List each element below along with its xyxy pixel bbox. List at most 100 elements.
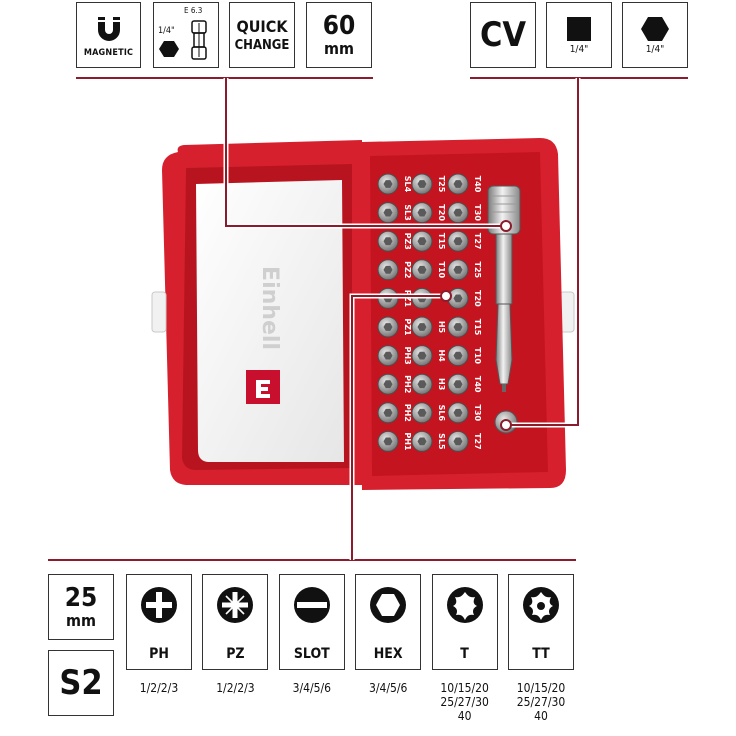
quick-change-line2: CHANGE <box>234 37 290 53</box>
bit-holder-icon <box>191 20 207 60</box>
bit-marking-label: T15 <box>437 233 446 250</box>
bit-tip <box>417 237 427 246</box>
bit-type-label: T <box>460 646 469 662</box>
bit-holder-fraction: 1/4" <box>158 26 175 36</box>
square-icon <box>567 16 591 41</box>
bottom-bar <box>48 559 576 561</box>
hex-icon <box>370 587 407 623</box>
bit-type-label: TT <box>532 646 550 662</box>
bit-size-line: 1/2/2/3 <box>139 681 179 695</box>
bit-marking-label: T40 <box>473 176 482 193</box>
bit-marking-label: T10 <box>437 262 446 279</box>
bit-marking-label: PH2 <box>403 375 412 393</box>
bit-marking-label: T25 <box>473 262 482 279</box>
bit-marking-label: T27 <box>473 433 482 450</box>
bit-length-box: 25 mm <box>48 574 114 640</box>
bit-marking-label: PH2 <box>403 404 412 422</box>
bit-marking-label: PZ3 <box>403 233 412 250</box>
bit-marking-label: SL5 <box>437 433 446 450</box>
quick-change-box: QUICK CHANGE <box>229 2 295 68</box>
material-box: CV <box>470 2 536 68</box>
steel-grade-box: S2 <box>48 650 114 716</box>
magnetic-box: MAGNETIC <box>76 2 141 68</box>
bit-tip <box>453 380 463 389</box>
bit-size-line: 40 <box>457 708 472 723</box>
bit-type-pz-box: PZ <box>202 574 269 670</box>
case-window <box>196 180 344 462</box>
bit-tip <box>383 265 393 274</box>
bit-size-line: 25/27/30 <box>440 694 489 709</box>
bit-holder-metric: E 6.3 <box>184 6 203 15</box>
bit-marking-label: PZ2 <box>403 261 412 278</box>
bit-length-value: 25 <box>64 583 98 613</box>
magnet-icon <box>97 16 120 41</box>
bit-marking-label: T20 <box>473 290 482 307</box>
bit-marking-label: PZ1 <box>403 290 412 308</box>
bit-type-ph-box: PH <box>126 574 192 670</box>
brand-name: Einhell <box>257 266 282 350</box>
hex-drive-box: 1/4" <box>622 2 688 68</box>
torx-tamper-icon <box>523 587 559 623</box>
square-drive-box: 1/4" <box>546 2 612 68</box>
bit-marking-label: T20 <box>437 204 446 221</box>
bit-length-unit: mm <box>66 611 96 630</box>
bit-marking-label: T25 <box>437 176 446 193</box>
bit-type-sizes: 1/2/2/3 <box>119 681 199 696</box>
bit-size-line: 25/27/30 <box>516 694 566 709</box>
bit-tip <box>453 237 463 246</box>
bit-size-line: 3/4/5/6 <box>368 681 408 695</box>
bit-type-label: SLOT <box>293 646 330 662</box>
square-drive-fraction: 1/4" <box>569 43 589 55</box>
bit-marking-label: H3 <box>437 378 446 390</box>
bit-size-line: 10/15/20 <box>440 681 489 695</box>
hex-drive-fraction: 1/4" <box>645 43 665 55</box>
bit-type-label: HEX <box>373 646 403 662</box>
magnetic-label: MAGNETIC <box>83 47 134 58</box>
bit-type-label: PH <box>149 646 169 662</box>
bit-size-line: 1/2/2/3 <box>216 681 255 695</box>
material-label: CV <box>479 15 527 55</box>
bit-tip <box>453 408 463 417</box>
bit-marking-label: H5 <box>437 321 446 334</box>
bit-tip <box>453 437 463 446</box>
bit-marking-label: PH1 <box>403 432 412 451</box>
phillips-icon <box>141 587 177 623</box>
bit-tip <box>383 237 393 246</box>
slot-icon <box>293 587 330 623</box>
bit-marking-label: T40 <box>473 376 482 393</box>
bit-marking-label: PZ1 <box>403 318 412 336</box>
bit-tip <box>417 265 427 274</box>
bit-tip <box>453 265 463 274</box>
bit-tip <box>453 323 463 331</box>
bit-marking-label: H4 <box>437 349 446 362</box>
bit-type-sizes: 3/4/5/6 <box>272 681 352 696</box>
pozidriv-icon <box>217 587 254 623</box>
bit-size-line: 3/4/5/6 <box>292 681 331 695</box>
bit-type-sizes: 3/4/5/6 <box>348 681 428 696</box>
bit-tip <box>453 294 463 303</box>
bit-marking-label: T30 <box>473 405 482 422</box>
bit-marking-label: T27 <box>473 233 482 250</box>
bit-holder-size-box: E 6.3 1/4" <box>153 2 219 68</box>
bit-type-t-box: T <box>431 574 498 670</box>
torx-icon <box>446 587 483 623</box>
hex-shank-icon <box>159 41 179 57</box>
bit-marking-label: SL4 <box>403 176 412 193</box>
bit-type-label: PZ <box>226 646 245 662</box>
bit-marking-label: T10 <box>473 347 482 364</box>
bit-marking-label: PH3 <box>403 347 412 365</box>
bit-tip <box>453 351 463 360</box>
bit-size-line: 40 <box>534 708 548 723</box>
quick-change-line1: QUICK <box>236 16 288 36</box>
holder-length-box: 60 mm <box>306 2 372 68</box>
bit-type-tt-box: TT <box>508 574 574 670</box>
bit-type-hex-box: HEX <box>355 574 422 670</box>
bit-type-slot-box: SLOT <box>278 574 345 670</box>
hexagon-icon <box>641 16 669 41</box>
holder-length-unit: mm <box>324 39 354 58</box>
bit-marking-label: SL6 <box>437 405 446 422</box>
bit-size-line: 10/15/20 <box>516 681 566 695</box>
bit-marking-label: T30 <box>473 204 482 221</box>
